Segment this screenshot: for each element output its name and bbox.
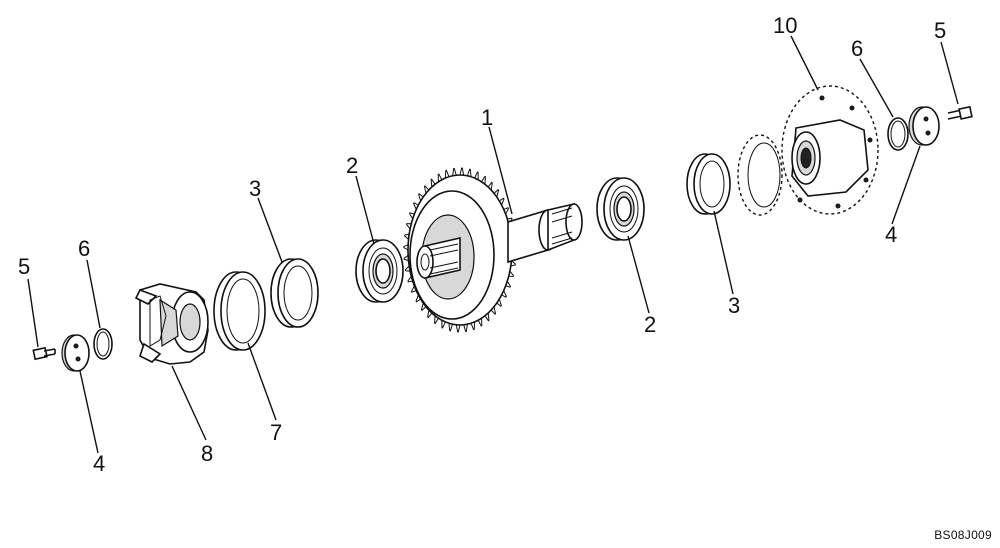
seal-left: [213, 271, 266, 351]
bolt-left: [32, 346, 56, 361]
callout-8: 8: [201, 441, 213, 466]
callout-1: 1: [481, 105, 493, 130]
callout-2-right: 2: [644, 312, 656, 337]
retainer-washer-left: [61, 334, 90, 372]
o-ring-left: [93, 328, 113, 360]
bearing-cup-left: [270, 258, 319, 328]
callout-6-left: 6: [78, 236, 90, 261]
yoke: [134, 283, 209, 365]
callout-2-left: 2: [346, 153, 358, 178]
bearing-cone-left: [355, 239, 404, 303]
housing-cover: [781, 85, 879, 215]
bolt-right: [947, 105, 973, 120]
drawing-reference-code: BS08J009: [934, 528, 992, 542]
gear-tooth: [459, 167, 465, 176]
bearing-cone-right: [596, 177, 645, 241]
gasket: [737, 134, 783, 216]
callout-3-left: 3: [249, 176, 261, 201]
callout-4-left: 4: [93, 451, 105, 476]
callout-10: 10: [773, 13, 797, 38]
callout-5-right: 5: [934, 18, 946, 43]
callout-7: 7: [270, 420, 282, 445]
callout-6-right: 6: [851, 36, 863, 61]
leader-lines: [27, 35, 959, 454]
bearing-cup-right: [686, 153, 731, 215]
gear-tooth: [455, 324, 461, 333]
callout-3-right: 3: [728, 293, 740, 318]
gear-shaft: [403, 167, 583, 333]
o-ring-right: [887, 117, 909, 151]
retainer-washer-right: [908, 106, 940, 146]
callout-4-right: 4: [885, 222, 897, 247]
callout-5-left: 5: [18, 254, 30, 279]
